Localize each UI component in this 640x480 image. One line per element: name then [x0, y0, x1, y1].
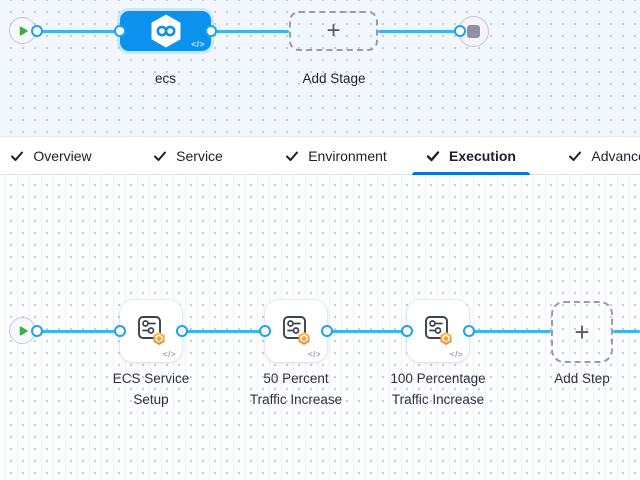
- step-link: [37, 329, 120, 333]
- connector-dot: [31, 325, 43, 337]
- code-icon[interactable]: </>: [449, 350, 463, 359]
- step-label: 100 Percentage Traffic Increase: [390, 371, 486, 407]
- add-step-label: Add Step: [554, 371, 610, 386]
- tab-label: Service: [176, 148, 223, 164]
- step-link: [613, 329, 640, 333]
- step-link: [182, 329, 265, 333]
- add-step-button[interactable]: +: [551, 301, 613, 363]
- connector-dot: [463, 325, 475, 337]
- plus-icon: +: [326, 17, 341, 44]
- connector-dot: [401, 325, 413, 337]
- connector-dot: [454, 25, 466, 37]
- stage-node-ecs[interactable]: </>: [120, 11, 211, 51]
- step-node-50-percent-traffic-increase[interactable]: </>: [265, 300, 327, 362]
- step-node-100-percentage-traffic-increase[interactable]: </>: [407, 300, 469, 362]
- ecs-step-settings-icon: [425, 316, 452, 345]
- harness-cd-hexagon-icon: [151, 14, 180, 48]
- play-icon: [19, 25, 28, 36]
- stage-link: [211, 29, 289, 33]
- aws-hexagon-badge-icon: [153, 332, 165, 345]
- tab-service[interactable]: Service: [146, 137, 230, 175]
- tab-execution[interactable]: Execution: [412, 137, 530, 175]
- tab-label: Environment: [308, 148, 387, 164]
- step-label: 50 Percent Traffic Increase: [249, 371, 343, 407]
- play-icon: [19, 325, 28, 336]
- ecs-step-settings-icon: [283, 316, 310, 345]
- step-label: ECS Service Setup: [112, 371, 190, 407]
- check-icon: [11, 151, 24, 161]
- execution-graph-canvas[interactable]: </> ECS Service Setup </> 50 Percent Tra…: [0, 175, 640, 480]
- aws-hexagon-badge-icon: [440, 332, 452, 345]
- connector-dot: [114, 325, 126, 337]
- tab-label: Advanced: [591, 148, 640, 164]
- step-node-ecs-service-setup[interactable]: </>: [120, 300, 182, 362]
- step-link: [327, 329, 407, 333]
- stage-tabbar: Overview Service Environment Execution A…: [0, 136, 640, 175]
- connector-dot: [205, 25, 217, 37]
- code-icon[interactable]: </>: [162, 350, 176, 359]
- connector-dot: [259, 325, 271, 337]
- connector-dot: [176, 325, 188, 337]
- step-link: [469, 329, 551, 333]
- active-tab-underline: [412, 172, 530, 175]
- tab-label: Overview: [33, 148, 92, 164]
- stop-icon: [467, 25, 480, 38]
- ecs-step-settings-icon: [138, 316, 165, 345]
- code-icon[interactable]: </>: [307, 350, 321, 359]
- add-stage-label: Add Stage: [302, 71, 366, 86]
- add-stage-button[interactable]: +: [289, 11, 378, 51]
- check-icon: [154, 151, 167, 161]
- plus-icon: +: [574, 316, 590, 347]
- connector-dot: [114, 25, 126, 37]
- tab-advanced[interactable]: Advanced: [556, 137, 640, 175]
- stage-name-label: ecs: [154, 71, 176, 86]
- code-icon[interactable]: </>: [191, 39, 205, 49]
- check-icon: [426, 151, 440, 162]
- stage-link: [378, 29, 462, 33]
- aws-hexagon-badge-icon: [298, 332, 310, 345]
- connector-dot: [321, 325, 333, 337]
- stage-link: [37, 29, 120, 33]
- tab-overview[interactable]: Overview: [6, 137, 96, 175]
- connector-dot: [31, 25, 43, 37]
- check-icon: [286, 151, 299, 161]
- stage-graph-canvas[interactable]: </> ecs + Add Stage: [0, 0, 640, 136]
- check-icon: [569, 151, 582, 161]
- tab-label: Execution: [449, 148, 516, 164]
- tab-environment[interactable]: Environment: [284, 137, 388, 175]
